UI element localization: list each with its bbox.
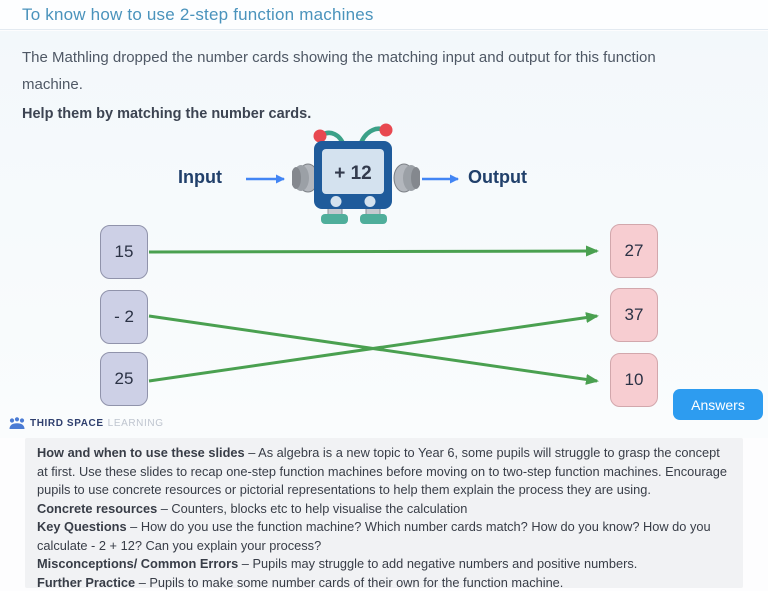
connection-line-25-to-37: [148, 312, 599, 383]
note-title: Misconceptions/ Common Errors: [37, 556, 239, 571]
lesson-objective-title: To know how to use 2-step function machi…: [22, 5, 374, 24]
note-text: – Counters, blocks etc to help visualise…: [157, 500, 468, 516]
input-card-minus2: - 2: [100, 290, 148, 344]
output-card-27: 27: [610, 224, 658, 278]
output-card-10: 10: [610, 353, 658, 407]
note-text: – As algebra is a new topic to Year 6, s…: [37, 445, 727, 497]
intro-paragraph: The Mathling dropped the number cards sh…: [22, 49, 656, 93]
output-card-37: 37: [610, 288, 658, 342]
connection-lines: [148, 245, 599, 385]
input-card-25: 25: [100, 352, 148, 406]
logo-text-secondary: LEARNING: [107, 418, 164, 429]
note-title: Key Questions: [37, 519, 127, 534]
input-arrow-icon: [246, 174, 285, 184]
note-text: – Pupils may struggle to add negative nu…: [238, 556, 638, 571]
teacher-notes-panel: How and when to use these slides – As al…: [25, 438, 743, 590]
note-text: – How do you use the function machine? W…: [37, 519, 711, 553]
note-title: Concrete resources: [37, 500, 158, 516]
note-title: Further Practice: [37, 574, 136, 590]
function-machine-robot-icon: + 12: [292, 123, 420, 224]
note-text: – Pupils to make some number cards of th…: [135, 574, 564, 590]
output-label: Output: [468, 167, 527, 187]
answers-button[interactable]: Answers: [673, 389, 763, 420]
connection-line-15-to-27: [148, 245, 599, 257]
slide-header-band: [0, 0, 768, 30]
brand-logo: THIRD SPACE LEARNING: [8, 417, 164, 430]
note-title: How and when to use these slides: [37, 445, 245, 460]
logo-text-primary: THIRD SPACE: [30, 418, 104, 429]
input-card-15: 15: [100, 225, 148, 279]
output-arrow-icon: [422, 174, 459, 184]
machine-operation: + 12: [334, 163, 372, 184]
third-space-crown-icon: [9, 417, 25, 429]
instruction-text: Help them by matching the number cards.: [22, 106, 312, 122]
input-label: Input: [178, 167, 222, 187]
